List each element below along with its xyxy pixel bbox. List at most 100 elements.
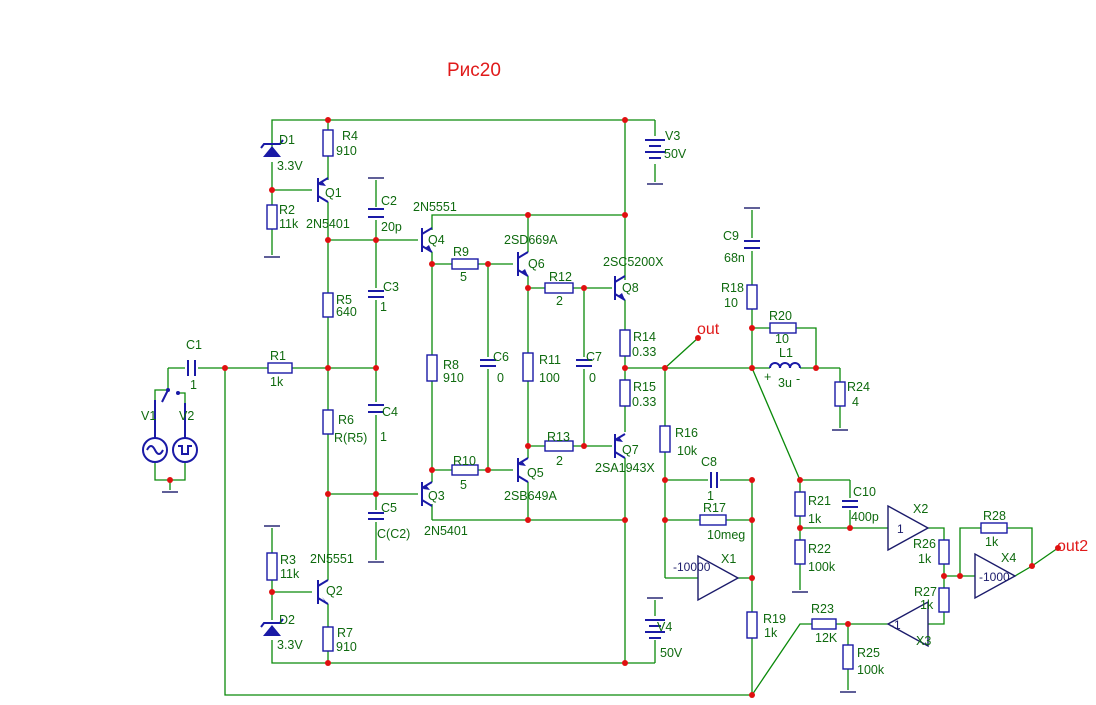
zener-d2 bbox=[260, 618, 284, 636]
capacitor-c4 bbox=[368, 404, 384, 413]
resistor-r5 bbox=[322, 292, 334, 318]
label-r26-value: 1k bbox=[918, 552, 932, 566]
label-q6-part: 2SD669A bbox=[504, 233, 558, 247]
label-r6-name: R6 bbox=[338, 413, 354, 427]
label-r28-value: 1k bbox=[985, 535, 999, 549]
capacitor-c6 bbox=[480, 359, 496, 367]
label-q8-name: Q8 bbox=[622, 281, 639, 295]
label-q1-name: Q1 bbox=[325, 186, 342, 200]
label-q5-part: 2SB649A bbox=[504, 489, 557, 503]
capacitor-c1 bbox=[187, 360, 196, 376]
capacitor-c7 bbox=[576, 359, 592, 367]
label-r8-value: 910 bbox=[443, 371, 464, 385]
out2-label: out2 bbox=[1057, 538, 1088, 555]
label-r27-value: 1k bbox=[920, 598, 934, 612]
label-r1-value: 1k bbox=[270, 375, 284, 389]
label-c9-value: 68n bbox=[724, 251, 745, 265]
label-c5-value: C(C2) bbox=[377, 527, 410, 541]
junction-dots bbox=[167, 117, 1061, 698]
label-v4-value: 50V bbox=[660, 646, 683, 660]
resistor-r3 bbox=[266, 552, 278, 581]
label-r26-name: R26 bbox=[913, 537, 936, 551]
label-c7-name: C7 bbox=[586, 350, 602, 364]
label-r22-name: R22 bbox=[808, 542, 831, 556]
figure-title: Рис20 bbox=[447, 60, 501, 81]
label-r20-name: R20 bbox=[769, 309, 792, 323]
resistor-r23 bbox=[811, 618, 837, 630]
label-r18-name: R18 bbox=[721, 281, 744, 295]
label-r23-value: 12K bbox=[815, 631, 838, 645]
label-d1-value: 3.3V bbox=[277, 159, 303, 173]
label-r8-name: R8 bbox=[443, 358, 459, 372]
transistor-q6 bbox=[517, 251, 529, 277]
labels: D1 3.3V R4 910 Q1 R2 11k 2N5401 C2 20p 2… bbox=[141, 129, 1016, 677]
label-r7-name: R7 bbox=[337, 626, 353, 640]
label-q4-part: 2N5551 bbox=[413, 200, 457, 214]
inductor-l1-minus: - bbox=[796, 372, 800, 386]
label-r22-value: 100k bbox=[808, 560, 836, 574]
out-label: out bbox=[697, 321, 720, 338]
capacitors bbox=[187, 208, 858, 520]
resistor-r14 bbox=[619, 329, 631, 357]
label-r9-value: 5 bbox=[460, 270, 467, 284]
label-x3-gain: -1 bbox=[890, 618, 901, 632]
resistor-r22 bbox=[794, 539, 806, 565]
label-q6-name: Q6 bbox=[528, 257, 545, 271]
label-q3-name: Q3 bbox=[428, 489, 445, 503]
label-q8-part: 2SC5200X bbox=[603, 255, 664, 269]
resistor-r21 bbox=[794, 491, 806, 517]
resistor-r10 bbox=[451, 464, 479, 476]
inductor-l1: + - bbox=[764, 362, 801, 386]
opamp-x4 bbox=[974, 552, 1017, 600]
label-c2-name: C2 bbox=[381, 194, 397, 208]
resistor-r8 bbox=[426, 354, 438, 382]
zener-d1 bbox=[260, 139, 284, 157]
label-c6-name: C6 bbox=[493, 350, 509, 364]
ground-symbols bbox=[162, 177, 856, 693]
label-c8-value: 1 bbox=[707, 489, 714, 503]
label-c3-value: 1 bbox=[380, 300, 387, 314]
label-v3-name: V3 bbox=[665, 129, 680, 143]
label-r4-name: R4 bbox=[342, 129, 358, 143]
resistor-r20 bbox=[769, 322, 797, 334]
label-r20-value: 10 bbox=[775, 332, 789, 346]
label-r28-name: R28 bbox=[983, 509, 1006, 523]
label-r13-name: R13 bbox=[547, 430, 570, 444]
capacitor-c5 bbox=[368, 512, 384, 520]
label-r6-value: R(R5) bbox=[334, 431, 367, 445]
resistor-r17 bbox=[699, 514, 727, 526]
label-c4-value: 1 bbox=[380, 430, 387, 444]
label-r19-name: R19 bbox=[763, 612, 786, 626]
label-r16-value: 10k bbox=[677, 444, 698, 458]
label-r18-value: 10 bbox=[724, 296, 738, 310]
label-r5-name: R5 bbox=[336, 293, 352, 307]
label-x3-name: X3 bbox=[916, 634, 931, 648]
label-c2-value: 20p bbox=[381, 220, 402, 234]
label-r24-value: 4 bbox=[852, 395, 859, 409]
supply-v3 bbox=[645, 139, 665, 159]
label-c4-name: C4 bbox=[382, 405, 398, 419]
label-c10-name: C10 bbox=[853, 485, 876, 499]
source-v2 bbox=[172, 403, 198, 463]
label-r15-name: R15 bbox=[633, 380, 656, 394]
label-q5-name: Q5 bbox=[527, 466, 544, 480]
label-r16-name: R16 bbox=[675, 426, 698, 440]
label-r27-name: R27 bbox=[914, 585, 937, 599]
label-r10-value: 5 bbox=[460, 478, 467, 492]
resistor-r13 bbox=[544, 440, 574, 452]
label-x1-name: X1 bbox=[721, 552, 736, 566]
label-r14-name: R14 bbox=[633, 330, 656, 344]
label-v3-value: 50V bbox=[664, 147, 687, 161]
resistor-r19 bbox=[746, 611, 758, 639]
label-r25-value: 100k bbox=[857, 663, 885, 677]
label-r3-value: 11k bbox=[280, 567, 300, 581]
label-r25-name: R25 bbox=[857, 646, 880, 660]
transistor-q4 bbox=[421, 227, 433, 253]
capacitor-c10 bbox=[842, 500, 858, 508]
label-q2-name: Q2 bbox=[326, 584, 343, 598]
label-r12-name: R12 bbox=[549, 270, 572, 284]
resistor-r9 bbox=[451, 258, 479, 270]
label-r11-value: 100 bbox=[539, 371, 560, 385]
resistor-r6 bbox=[322, 409, 334, 435]
